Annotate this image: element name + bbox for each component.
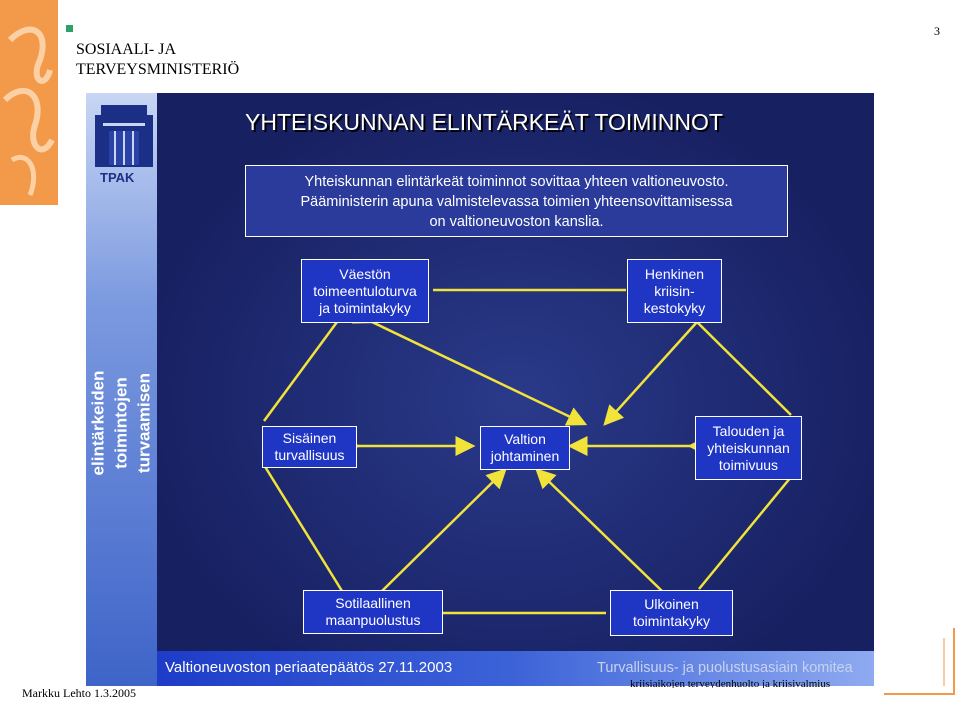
ministry-logo [0,0,58,205]
node-sisainen-turvallisuus: Sisäinen turvallisuus [262,426,357,468]
edge-henkinen-talouden [697,322,791,415]
page-number: 3 [934,24,940,39]
diagram-connectors [157,93,874,651]
building-icon [91,103,157,169]
slide: TPAK Yhteiskunnan elintärkeiden toiminto… [86,93,874,686]
node-valtion-johtaminen: Valtion johtaminen [480,426,570,470]
arrow-vaeston-valtion [372,322,585,424]
corner-decoration [884,628,956,696]
node-vaeston-toimeentuloturva: Väestön toimeentuloturva ja toimintakyky [301,259,429,323]
tpak-label: TPAK [100,170,134,185]
node-henkinen-kriisinkestokyky: Henkinen kriisin- kestokyky [627,259,722,323]
author-date: Markku Lehto 1.3.2005 [22,686,136,701]
organization-name: SOSIAALI- JA TERVEYSMINISTERIÖ [76,40,239,80]
slide-main-area: YHTEISKUNNAN ELINTÄRKEÄT TOIMINNOT Yhtei… [157,93,874,651]
footer-committee: Turvallisuus- ja puolustusasiain komitea [597,660,853,676]
node-ulkoinen-toimintakyky: Ulkoinen toimintakyky [610,590,733,636]
node-talouden-toimivuus: Talouden ja yhteiskunnan toimivuus [695,416,802,480]
edge-ulkoinen-talouden [699,477,791,589]
arrow-sotilaallinen-valtion [382,470,505,591]
cut-off-footer-text: kriisiaikojen terveydenhuolto ja kriisiv… [630,680,830,688]
edge-vaeston-sisainen [264,322,337,421]
arrow-ulkoinen-valtion [537,470,662,591]
bullet-square-icon [66,25,73,32]
slide-sidebar: TPAK Yhteiskunnan elintärkeiden toiminto… [86,93,157,686]
footer-source: Valtioneuvoston periaatepäätös 27.11.200… [165,659,452,676]
arrow-henkinen-valtion [605,322,697,424]
node-sotilaallinen-maanpuolustus: Sotilaallinen maanpuolustus [303,590,443,634]
edge-sisainen-sotilaallinen [264,465,342,591]
